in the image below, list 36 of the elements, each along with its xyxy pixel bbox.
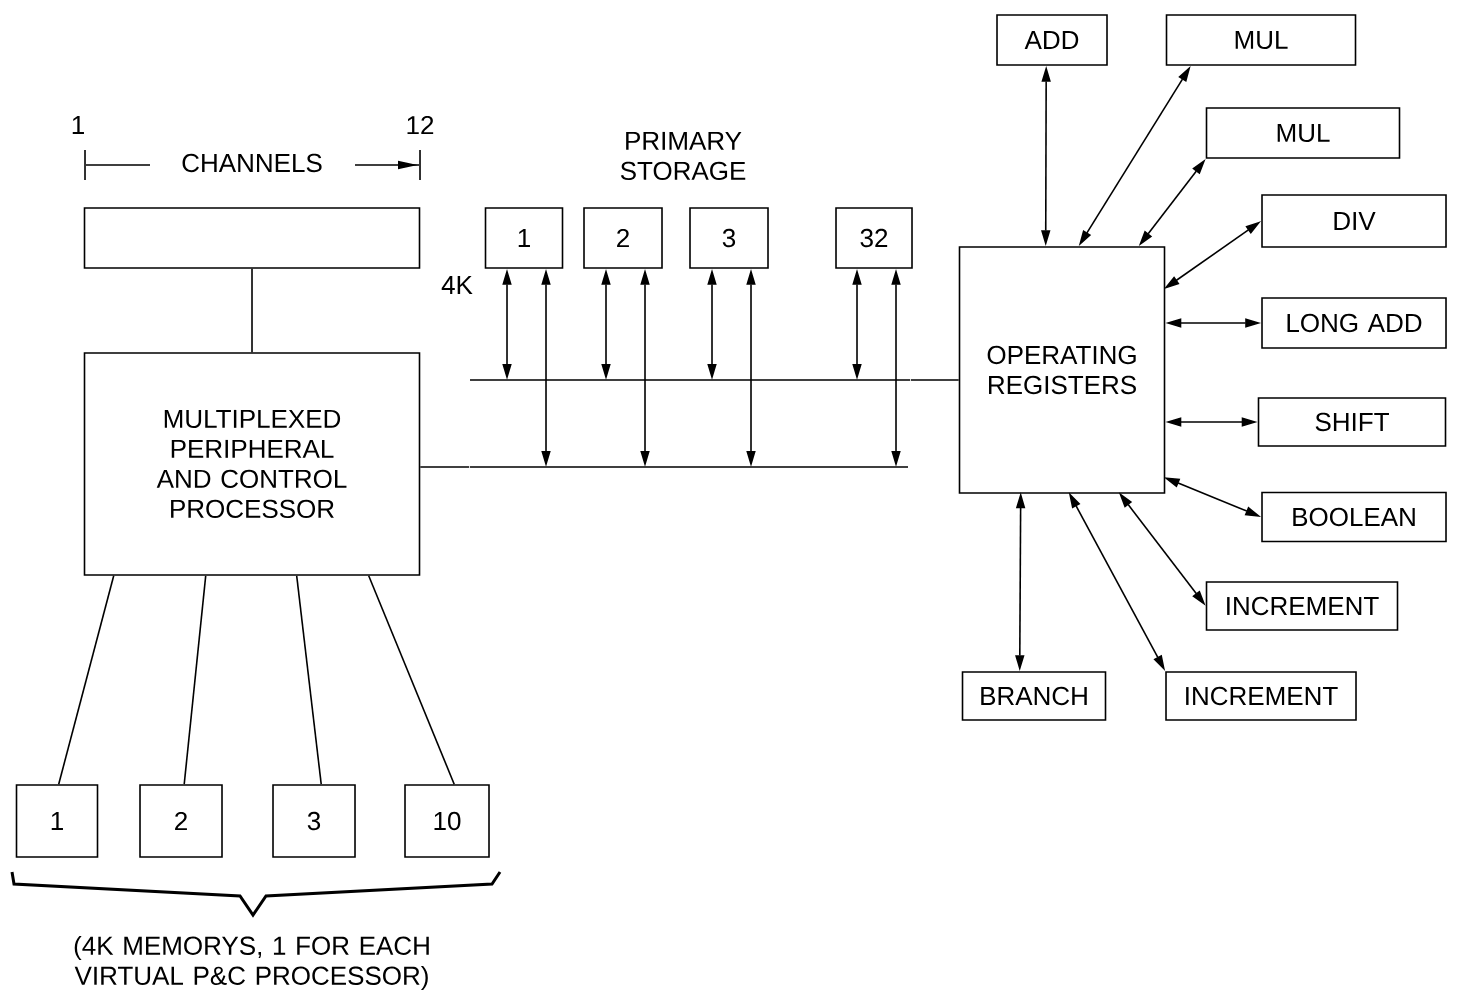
unit-box: ADD [996, 14, 1108, 66]
register-box: OPERATING REGISTERS [958, 246, 1166, 494]
size-label: 4K [441, 276, 473, 294]
connector-line [367, 575, 455, 785]
connector-line [295, 575, 322, 785]
unit-box: INCREMENT [1165, 671, 1357, 721]
processor-box: MULTIPLEXED PERIPHERAL AND CONTROL PROCESSOR [83, 352, 421, 576]
bus-line [469, 379, 911, 381]
channel-number: 12 [407, 115, 434, 135]
memory-box: 3 [272, 784, 356, 858]
unit-box: INCREMENT [1205, 581, 1399, 631]
connector-line [57, 575, 115, 785]
bus-line [469, 466, 909, 468]
connector-line [419, 466, 470, 468]
storage-box: 32 [835, 207, 913, 269]
connector-line [183, 575, 207, 785]
caption: (4K MEMORYS, 1 FOR EACH VIRTUAL P&C PROCESSOR) [74, 935, 429, 991]
unit-box: MUL [1205, 107, 1401, 159]
channel-number: 1 [72, 116, 84, 134]
storage-box: 3 [689, 207, 769, 269]
connector-line [910, 379, 960, 381]
memory-box: 10 [404, 784, 490, 858]
memory-box: 1 [15, 784, 99, 858]
storage-box: 1 [484, 207, 564, 269]
memory-box: 2 [139, 784, 223, 858]
storage-label: PRIMARY STORAGE [620, 131, 746, 181]
unit-box: BRANCH [961, 671, 1107, 721]
unit-box: MUL [1165, 14, 1357, 66]
unit-box: BOOLEAN [1261, 491, 1447, 543]
channel-bar [83, 207, 421, 269]
unit-box: LONG ADD [1261, 297, 1447, 349]
storage-box: 2 [583, 207, 663, 269]
connector-line [251, 268, 253, 353]
unit-box: SHIFT [1257, 397, 1447, 447]
unit-box: DIV [1261, 194, 1447, 248]
channel-label: CHANNELS [182, 153, 322, 173]
